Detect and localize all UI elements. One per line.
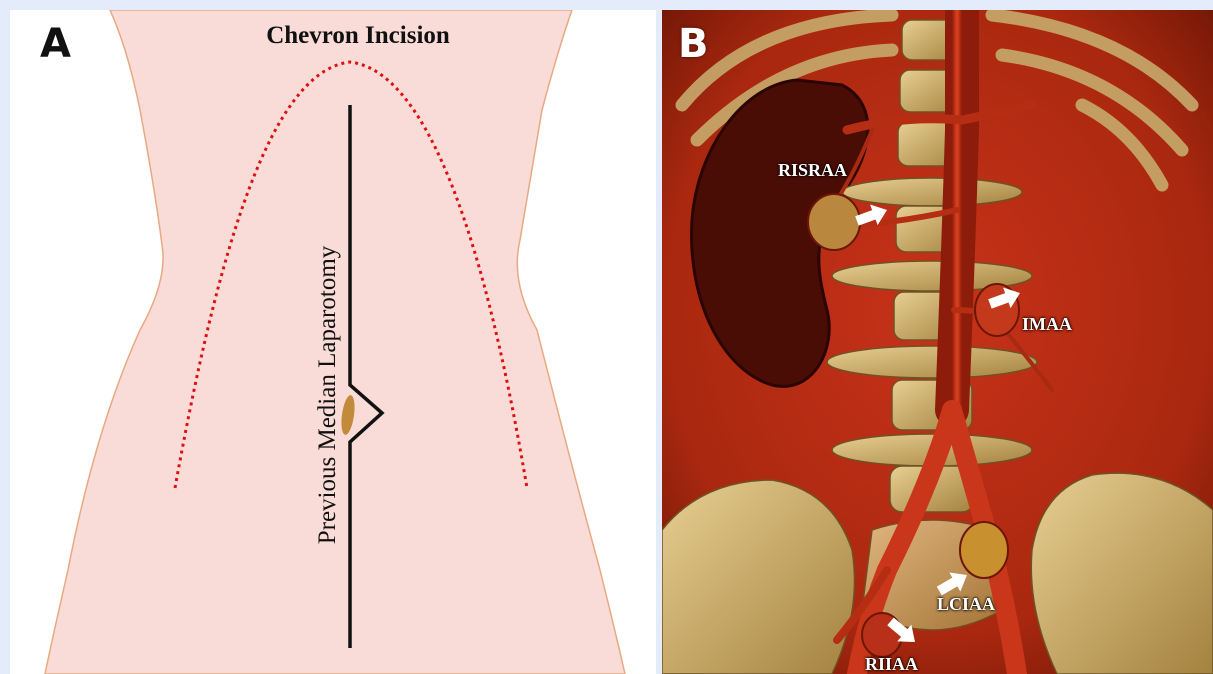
risraa-aneurysm — [808, 194, 860, 250]
riiaa-label: RIIAA — [865, 654, 918, 674]
lciaa-aneurysm — [960, 522, 1008, 578]
panel-b-ct-angiography: B RISRAA IMAA LCIAA RIIAA — [662, 10, 1213, 674]
panel-letter-b: B — [678, 24, 709, 64]
imaa-label: IMAA — [1022, 314, 1072, 335]
chevron-incision-title: Chevron Incision — [10, 22, 656, 50]
panel-a-chevron-diagram: A Chevron Incision Previous Median Lapar… — [10, 10, 656, 674]
risraa-label: RISRAA — [778, 160, 847, 181]
lciaa-label: LCIAA — [937, 594, 995, 615]
previous-median-laparotomy-label: Previous Median Laparotomy — [314, 246, 342, 545]
ct-rendering — [662, 10, 1213, 674]
